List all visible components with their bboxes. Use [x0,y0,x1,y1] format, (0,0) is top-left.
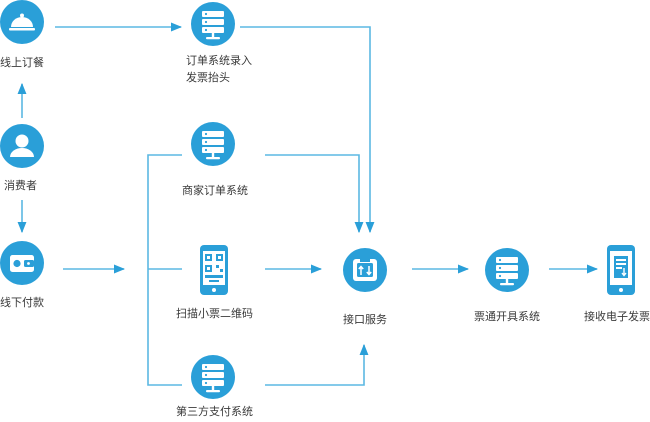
ticket-system-label: 票通开具系统 [474,310,540,323]
arrow-third-pay-to-interface [265,343,369,386]
merchant-order-label: 商家订单系统 [182,184,248,197]
interface-icon [343,248,387,292]
server-icon [191,355,235,399]
arrow-order-entry-to-interface [240,26,375,234]
server-icon [191,122,235,166]
online-order-label: 线上订餐 [0,56,44,69]
offline-pay-label: 线下付款 [0,296,44,309]
order-entry-label-line2: 发票抬头 [186,71,230,84]
scan-qr-label: 扫描小票二维码 [176,307,253,320]
bracket-connector [147,154,182,386]
third-pay-label: 第三方支付系统 [176,405,253,418]
receive-invoice-label: 接收电子发票 [584,310,650,323]
order-entry-label-line1: 订单系统录入 [186,54,252,67]
user-icon [0,124,44,168]
interface-label: 接口服务 [343,313,387,326]
phone-invoice-icon [607,245,635,295]
cloche-icon [0,0,44,44]
arrow-merchant-to-interface [265,154,364,234]
consumer-label: 消费者 [4,179,37,192]
qr-phone-icon [200,245,228,295]
wallet-icon [0,241,44,285]
server-icon [191,2,235,46]
server-icon [485,248,529,292]
